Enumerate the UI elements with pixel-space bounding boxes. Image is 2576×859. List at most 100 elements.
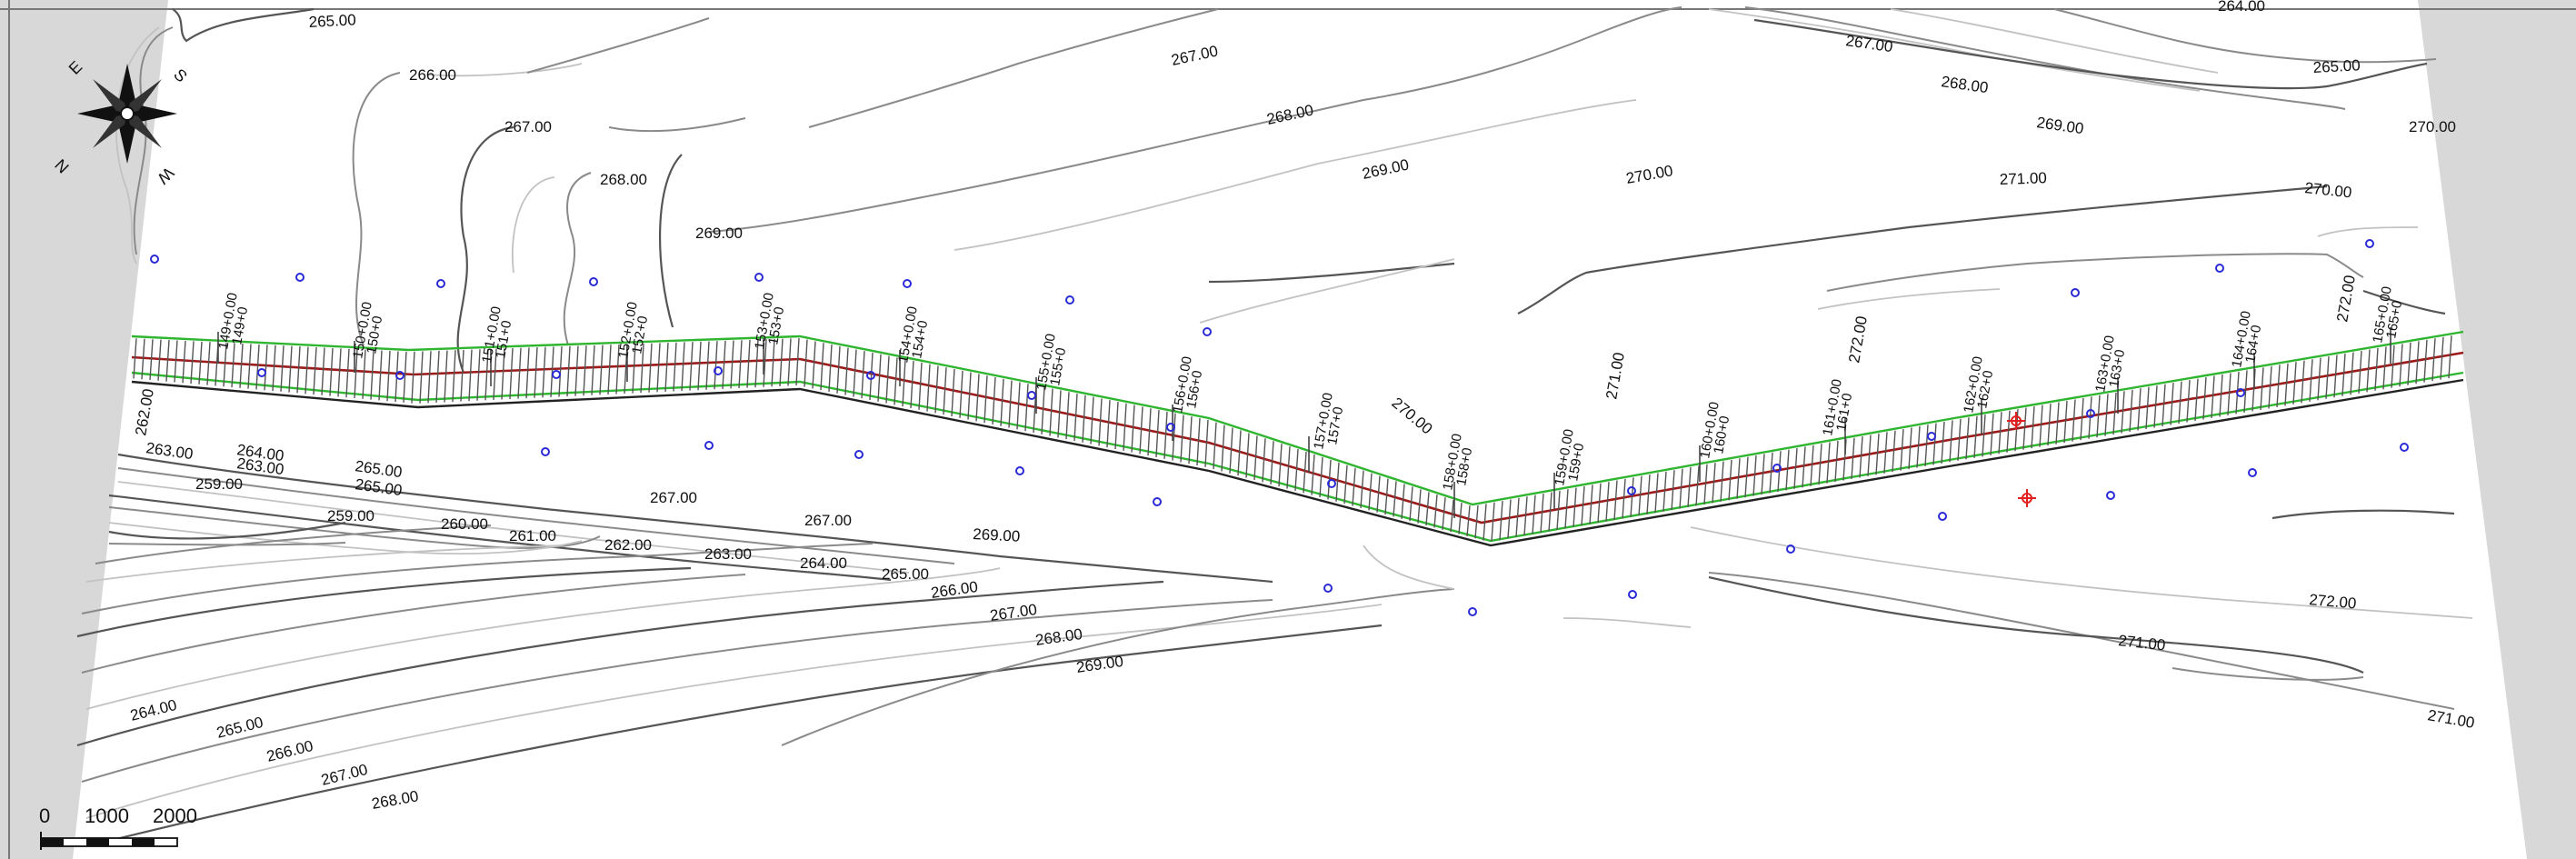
cross-section-line	[1736, 458, 1741, 499]
cross-section-line	[2211, 375, 2215, 419]
survey-point	[295, 273, 305, 282]
scale-label-0: 0	[39, 804, 50, 827]
cross-section-line	[362, 349, 366, 399]
cross-section-line	[1237, 430, 1242, 476]
cross-section-line	[1401, 484, 1405, 519]
cross-section-line	[1352, 467, 1356, 506]
cross-section-line	[967, 372, 972, 420]
contour-label: 271.00	[2118, 632, 2167, 654]
cross-section-line	[542, 346, 546, 398]
cross-section-line	[1867, 434, 1872, 476]
cross-section-line	[1425, 492, 1430, 526]
cross-section-line	[1916, 425, 1921, 468]
survey-point	[1927, 432, 1936, 441]
cross-section-line	[1507, 499, 1512, 539]
cross-section-line	[1474, 504, 1479, 539]
cross-section-line	[1155, 409, 1160, 458]
cross-section-line	[1810, 444, 1814, 486]
cross-section-line	[2227, 373, 2232, 416]
cross-section-line	[1196, 417, 1201, 466]
cross-section-line	[951, 368, 955, 417]
cross-section-line	[1859, 436, 1863, 478]
survey-point	[395, 371, 404, 380]
cross-section-line	[885, 355, 890, 404]
cross-section-line	[1851, 437, 1855, 480]
cross-section-line	[1630, 477, 1634, 517]
cross-section-line	[190, 341, 195, 385]
survey-point	[2400, 443, 2409, 452]
survey-point	[754, 273, 764, 282]
cross-section-line	[288, 345, 293, 393]
cross-section-line	[2063, 400, 2068, 444]
cross-section-line	[1278, 444, 1283, 487]
cross-section-line	[1679, 468, 1683, 509]
cross-section-line	[640, 343, 644, 394]
cross-section-line	[1270, 441, 1274, 484]
corridor-edge-north	[131, 330, 2464, 506]
cross-section-line	[345, 348, 350, 398]
cross-section-line	[853, 349, 857, 397]
cross-section-line	[1515, 497, 1520, 537]
survey-point	[1166, 423, 1175, 432]
cross-section-line	[836, 345, 841, 394]
cross-section-line	[141, 338, 145, 380]
contours-lower	[76, 453, 2473, 847]
cross-section-line	[697, 341, 702, 391]
cross-section-line	[1941, 421, 1945, 464]
cross-section-line	[1057, 390, 1062, 438]
survey-point	[903, 279, 912, 288]
cross-section-line	[607, 345, 612, 395]
survey-point	[1772, 464, 1782, 473]
cross-section-line	[198, 341, 203, 385]
cross-section-line	[566, 345, 571, 397]
cross-section-line	[1998, 412, 2002, 454]
survey-point	[1015, 466, 1024, 475]
cross-section-line	[2292, 362, 2297, 405]
cross-section-line	[223, 343, 227, 387]
cross-section-line	[1720, 461, 1724, 502]
cross-section-line	[2407, 342, 2411, 385]
cross-section-line	[1319, 456, 1323, 498]
survey-point	[2365, 239, 2374, 248]
contour-label: 265.00	[308, 11, 356, 31]
cross-section-line	[1376, 475, 1381, 513]
cross-section-line	[959, 370, 964, 418]
contour-label: 262.00	[604, 536, 652, 554]
cross-section-line	[992, 376, 996, 425]
cross-section-line	[174, 340, 178, 383]
cross-section-line	[149, 339, 154, 381]
cross-section-line	[427, 351, 432, 404]
survey-point	[2236, 388, 2245, 397]
red-cross-marker	[2018, 489, 2036, 507]
survey-point	[552, 370, 561, 379]
cross-section-line	[1589, 484, 1593, 524]
cross-section-line	[1532, 494, 1536, 534]
cross-section-line	[2341, 354, 2346, 396]
cross-section-line	[2162, 384, 2166, 427]
cross-section-line	[296, 346, 301, 394]
cross-section-line	[2268, 365, 2272, 409]
compass-letter-w: W	[154, 164, 177, 187]
cross-section-line	[1065, 392, 1070, 440]
cross-section-line	[1294, 449, 1299, 491]
cross-section-line	[354, 349, 358, 399]
cross-section-line	[165, 339, 170, 382]
cross-section-line	[1172, 413, 1176, 461]
survey-point	[541, 447, 550, 456]
cross-section-line	[2358, 350, 2362, 394]
contour-label: 269.00	[695, 225, 743, 242]
cross-section-line	[133, 338, 137, 379]
cross-section-line	[321, 347, 325, 395]
contour-label: 272.00	[2333, 274, 2359, 324]
cross-section-line	[1090, 396, 1094, 444]
contour-label: 271.00	[2426, 706, 2476, 732]
cross-section-line	[1049, 388, 1053, 436]
cross-section-line	[534, 347, 538, 398]
survey-point	[2248, 468, 2257, 477]
cross-section-line	[2276, 365, 2281, 407]
cross-section-line	[1752, 455, 1757, 496]
contour-label: 269.00	[2035, 114, 2084, 137]
cross-section-line	[673, 342, 677, 392]
cross-section-line	[2366, 349, 2371, 393]
